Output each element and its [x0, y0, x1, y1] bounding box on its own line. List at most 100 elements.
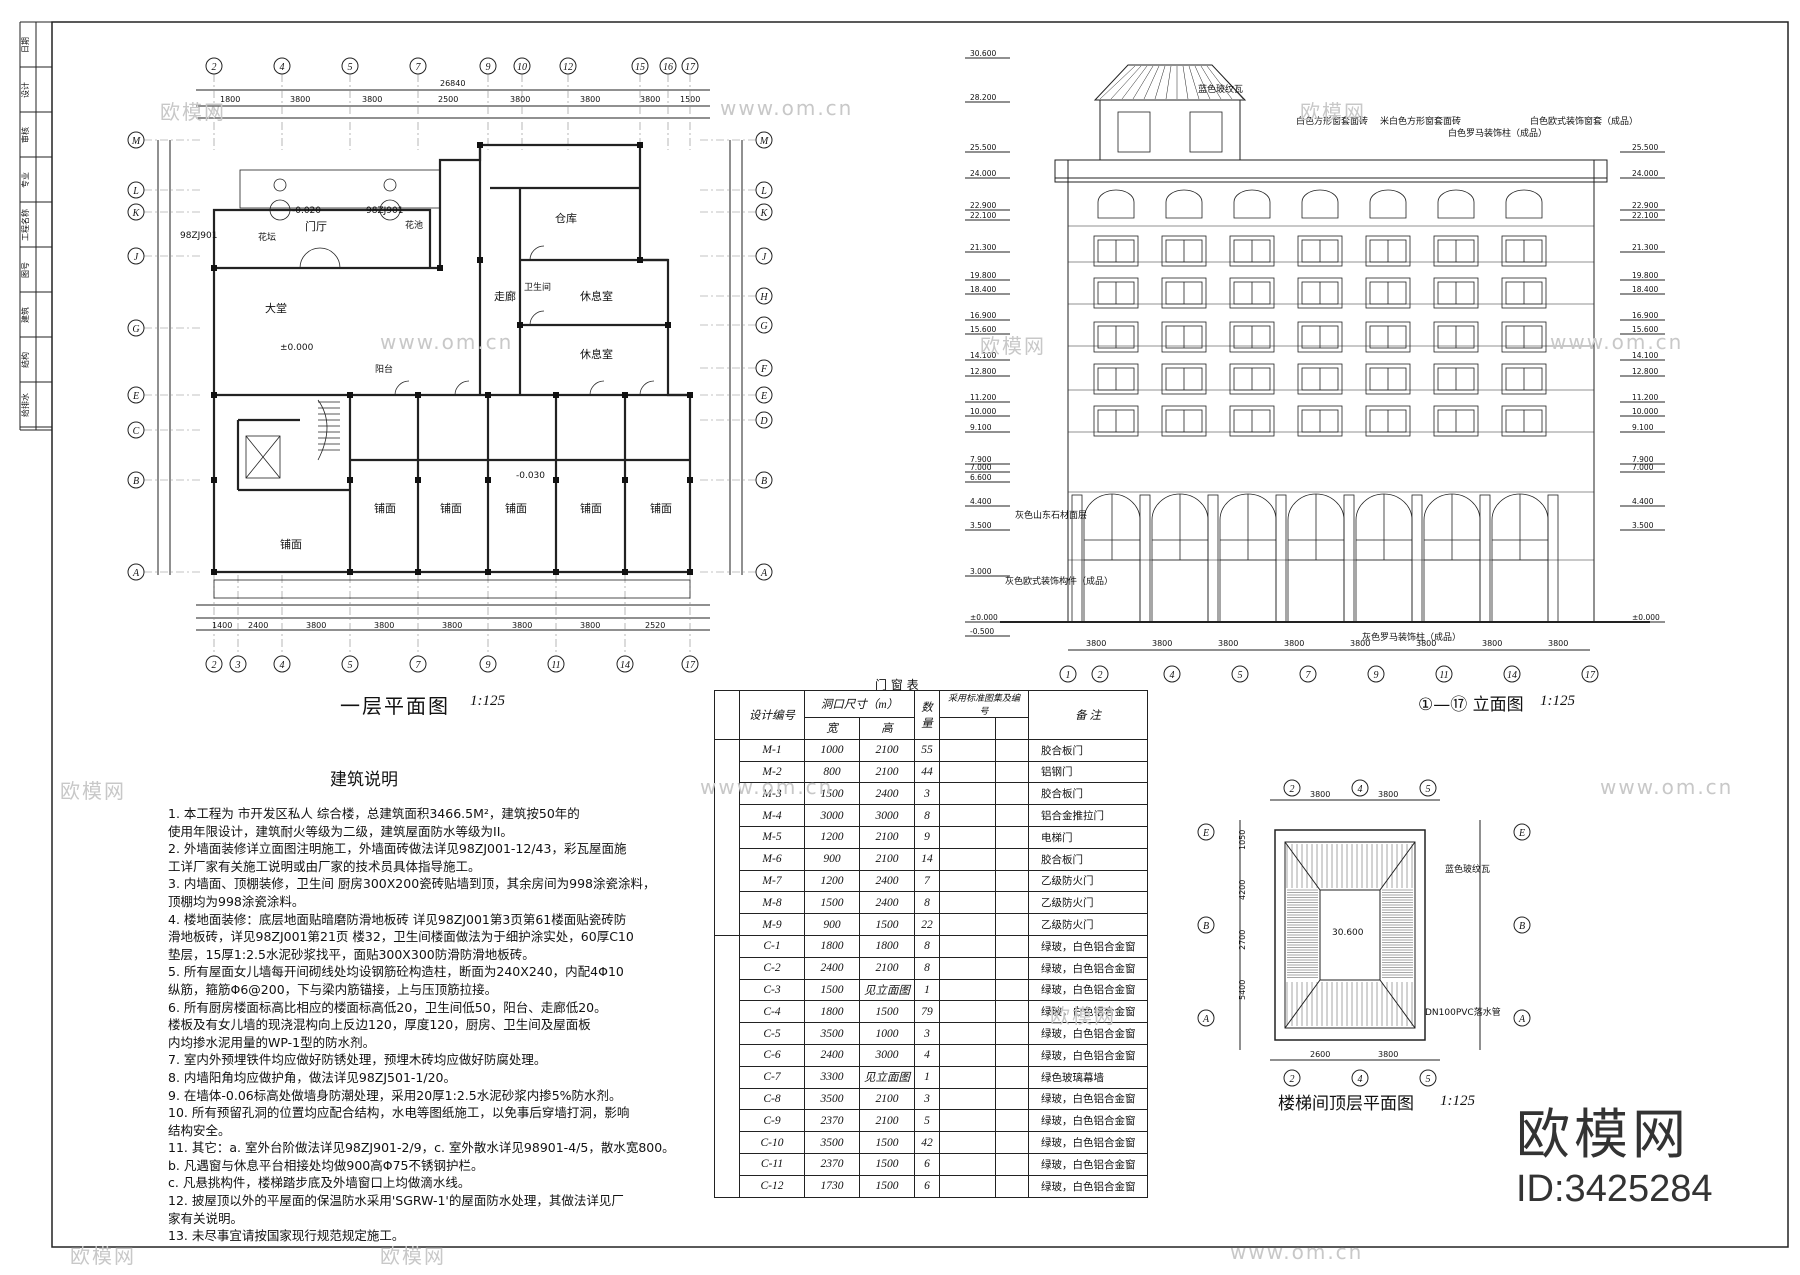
watermark-tile: 欧模网: [1050, 1004, 1116, 1028]
room-shop-6: 铺面: [280, 538, 302, 551]
roof-axis-right-A: A: [1518, 1014, 1526, 1025]
elev-axis-14: 14: [1507, 670, 1517, 681]
cell-width: 3500: [804, 1131, 860, 1154]
side-label-5: 图号: [21, 262, 30, 278]
cell-width: 1800: [804, 1000, 860, 1024]
cell-height: 2400: [859, 869, 915, 893]
cell-std-no: [994, 1131, 1030, 1154]
roof-dim-side-1: 4200: [1238, 880, 1247, 900]
elev-dim-2: 3800: [1218, 639, 1238, 648]
cell-remark: 乙级防火门: [1028, 869, 1148, 893]
cell-code: C-10: [739, 1131, 805, 1154]
cell-height: 1000: [859, 1022, 915, 1045]
cell-qty: 5: [914, 1109, 940, 1133]
cell-remark: 绿玻，白色铝合金窗: [1028, 934, 1148, 958]
elev-axis-9: 9: [1374, 670, 1379, 681]
plan-axis-left-J: J: [134, 252, 139, 263]
plan-axis-bottom-9: 9: [486, 660, 491, 671]
elev-level-left-19: 4.400: [970, 497, 992, 506]
cell-remark: 绿玻，白色铝合金窗: [1028, 1174, 1148, 1198]
note-line: 6. 所有厨房楼面标高比相应的楼面标高低20，卫生间低50，阳台、走廊低20。: [168, 999, 607, 1015]
cell-width: 1800: [804, 934, 860, 958]
plan-dim-top-0: 1800: [220, 95, 240, 104]
note-line: 家有关说明。: [168, 1210, 244, 1226]
door-window-table-title: 门 窗 表: [875, 678, 919, 692]
cell-qty: 14: [914, 847, 940, 871]
plan-dim-top-4: 3800: [510, 95, 530, 104]
room-store: 仓库: [555, 211, 577, 225]
cell-height: 2100: [859, 847, 915, 871]
plan-dim-top-1: 3800: [290, 95, 310, 104]
cell-code: M-5: [739, 825, 805, 849]
elev-level-right-6: 18.400: [1632, 285, 1658, 294]
cell-std: [939, 1174, 996, 1198]
cell-qty: 3: [914, 1022, 940, 1045]
note-line: c. 凡悬挑构件，楼梯踏步底及外墙窗口上均做滴水线。: [168, 1175, 471, 1191]
note-line: 9. 在墙体-0.06标高处做墙身防潮处理，采用20厚1:2.5水泥砂浆内掺5%…: [168, 1087, 622, 1103]
cell-std-no: [994, 738, 1030, 762]
cell-std: [939, 1000, 996, 1024]
side-label-3: 专业: [20, 172, 30, 188]
plan-axis-left-B: B: [133, 476, 139, 487]
elev-level-left-22: ±0.000: [970, 613, 998, 622]
cell-remark: 胶合板门: [1028, 782, 1148, 806]
plan-dim-top-2: 3800: [362, 95, 382, 104]
side-label-8: 给排水: [20, 393, 30, 417]
plan-dim-top-3: 2500: [438, 95, 458, 104]
cell-std-no: [994, 1109, 1030, 1133]
room-balcony: 阳台: [375, 363, 393, 375]
cell-height: 见立面图: [859, 1065, 915, 1089]
cell-qty: 6: [914, 1174, 940, 1198]
elev-dim-7: 3800: [1548, 639, 1568, 648]
plan-scale: 1:125: [470, 693, 505, 709]
elev-level-left-18: 6.600: [970, 473, 992, 482]
roof-axis-right-E: E: [1518, 828, 1525, 839]
cell-std-no: [994, 978, 1030, 1002]
cell-qty: 8: [914, 934, 940, 958]
elev-level-left-15: 9.100: [970, 423, 992, 432]
plan-axis-top-17: 17: [685, 62, 696, 73]
note-line: 2. 外墙面装修详立面图注明施工，外墙面砖做法详见98ZJ001-12/43，彩…: [168, 841, 627, 857]
cell-height: 1500: [859, 1000, 915, 1024]
th-height: 高: [859, 717, 915, 740]
note-line: 垫层，15厚1:2.5水泥砂浆找平，面贴300X300防滑防滑地板砖。: [168, 946, 535, 962]
cell-remark: 绿玻，白色铝合金窗: [1028, 1043, 1148, 1067]
cell-std-no: [994, 1043, 1030, 1067]
cell-code: C-6: [739, 1043, 805, 1067]
room-rest2: 休息室: [580, 347, 613, 361]
cell-remark: 电梯门: [1028, 825, 1148, 849]
notes-body: 1. 本工程为 市开发区私人 综合楼，总建筑面积3466.5M²，建筑按50年的…: [168, 805, 708, 1245]
roof-dim-bottom-0: 2600: [1310, 1050, 1330, 1059]
plan-axis-right-D: D: [759, 416, 768, 427]
cell-std-no: [994, 1087, 1030, 1111]
plan-axis-bottom-4: 4: [280, 660, 285, 671]
elev-level-right-8: 15.600: [1632, 325, 1658, 334]
cell-std-no: [994, 804, 1030, 827]
note-line: 12. 披屋顶以外的平屋面的保温防水采用'SGRW-1'的屋面防水处理，其做法详…: [168, 1193, 624, 1209]
cell-height: 2100: [859, 1109, 915, 1133]
cell-width: 3500: [804, 1022, 860, 1045]
room-rest1: 休息室: [580, 289, 613, 303]
cell-std: [939, 913, 996, 936]
plan-axis-left-G: G: [132, 324, 139, 335]
elevation-scale: 1:125: [1540, 693, 1575, 709]
elev-note-c: 白色罗马装饰柱（成品）: [1448, 127, 1547, 139]
cell-std: [939, 934, 996, 958]
plan-axis-left-A: A: [132, 568, 140, 579]
cell-width: 1500: [804, 978, 860, 1002]
note-line: 3. 内墙面、顶棚装修，卫生间 厨房300X200瓷砖贴墙到顶，其余房间为998…: [168, 876, 656, 892]
plan-axis-bottom-17: 17: [685, 660, 696, 671]
elev-note-b: 米白色方形窗套面砖: [1380, 115, 1461, 127]
roof-axis-top-5: 5: [1426, 784, 1431, 795]
elev-roof-tile: 蓝色玻纹瓦: [1198, 83, 1243, 95]
plan-axis-bottom-11: 11: [551, 660, 560, 671]
cell-qty: 42: [914, 1131, 940, 1154]
elev-level-right-13: 9.100: [1632, 423, 1654, 432]
cell-width: 900: [804, 847, 860, 871]
